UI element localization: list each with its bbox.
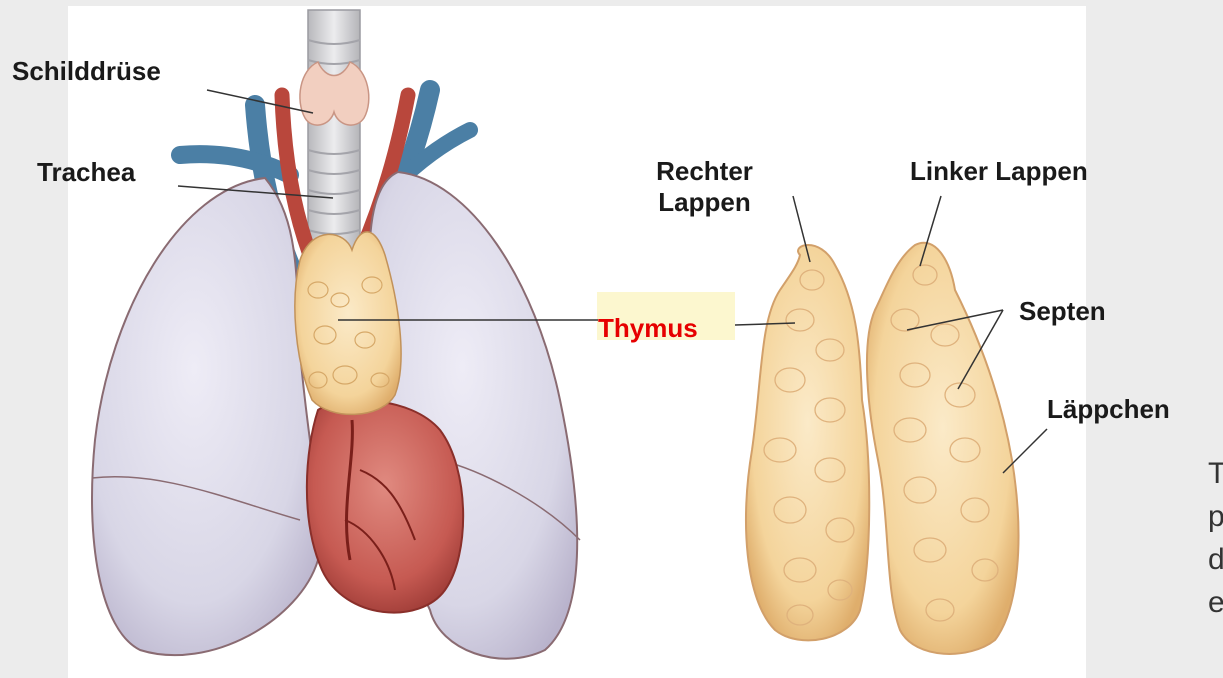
label-trachea: Trachea — [37, 157, 135, 188]
heart — [307, 400, 463, 612]
label-thymus: Thymus — [598, 313, 698, 344]
thymus-right-lobe — [746, 245, 869, 640]
label-left-lobe: Linker Lappen — [910, 156, 1088, 187]
thymus-left-lobe — [867, 243, 1019, 654]
thymus-in-situ — [295, 232, 401, 415]
label-right-lobe: Rechter Lappen — [632, 156, 777, 218]
label-right-lobe-line2: Lappen — [632, 187, 777, 218]
right-lung — [92, 178, 319, 655]
label-thyroid: Schilddrüse — [12, 56, 161, 87]
label-lobules: Läppchen — [1047, 394, 1170, 425]
label-right-lobe-line1: Rechter — [632, 156, 777, 187]
cut-body-text-line-4: e — [1208, 581, 1223, 624]
cut-body-text-line-1: T — [1208, 452, 1223, 495]
label-septa: Septen — [1019, 296, 1106, 327]
cut-body-text-line-3: d — [1208, 538, 1223, 581]
cut-body-text-line-2: p — [1208, 495, 1223, 538]
